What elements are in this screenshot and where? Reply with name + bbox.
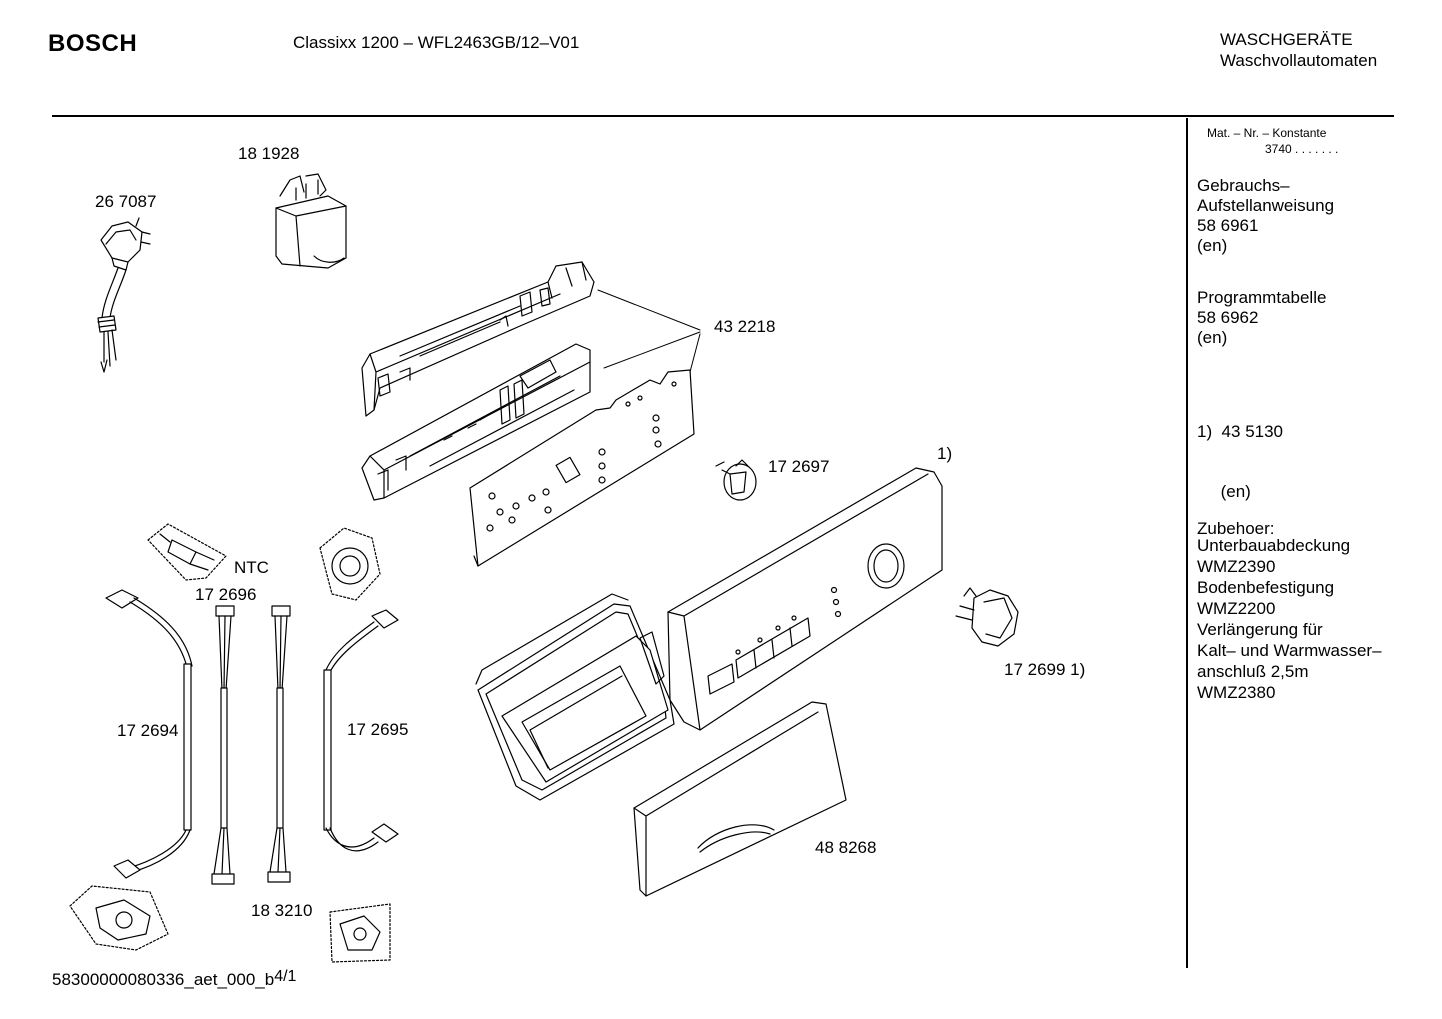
wire-harness-172694 xyxy=(106,590,192,878)
electronic-module-frame xyxy=(362,262,594,416)
header-divider xyxy=(52,115,1394,117)
part-label: 48 8268 xyxy=(815,838,877,857)
program-knob xyxy=(956,588,1018,646)
sidebar-line: Programmtabelle xyxy=(1197,288,1327,307)
document-footer: 58300000080336_aet_000_b4/1 xyxy=(52,968,297,990)
sidebar-line: 58 6962 xyxy=(1197,308,1259,327)
sidebar-line: Bodenbefestigung xyxy=(1197,578,1335,597)
sidebar-line: 58 6961 xyxy=(1197,216,1259,235)
sidebar-line: Aufstellanweisung xyxy=(1197,196,1335,215)
suppressor-box xyxy=(276,174,346,268)
material-value: 3740 . . . . . . . xyxy=(1265,142,1339,156)
sidebar-line: Kalt– und Warmwasser– xyxy=(1197,641,1382,660)
part-label: 43 2218 xyxy=(714,317,776,336)
part-label: NTC xyxy=(234,558,269,577)
wire-harness-183210 xyxy=(268,606,290,882)
part-label: 17 2697 xyxy=(768,457,830,476)
pump-callout-left xyxy=(70,886,168,950)
part-label: 17 2696 xyxy=(195,585,257,604)
control-panel-fascia xyxy=(668,468,942,730)
pcb-holder xyxy=(362,344,590,500)
pump-callout-right xyxy=(330,904,390,962)
sidebar-line: Unterbauabdeckung xyxy=(1197,536,1351,555)
sidebar-line: WMZ2200 xyxy=(1197,599,1276,618)
sidebar-line: Zubehoer: xyxy=(1197,519,1275,538)
sidebar-block-program-table: Programmtabelle 58 6962 (en) xyxy=(1197,288,1326,348)
page-number: 4/1 xyxy=(274,968,297,985)
sidebar-line: WMZ2380 xyxy=(1197,683,1276,702)
category-line-2: Waschvollautomaten xyxy=(1220,51,1378,70)
material-label: Mat. – Nr. – Konstante xyxy=(1207,126,1327,140)
program-knob-insert xyxy=(716,460,756,500)
part-label: 18 1928 xyxy=(238,144,300,163)
footnote-marker: 1) xyxy=(937,444,953,463)
leader-lines-432218 xyxy=(598,290,700,372)
ntc-sensor xyxy=(148,524,226,580)
sidebar-line: (en) xyxy=(1197,482,1251,501)
motor-callout xyxy=(320,528,380,600)
exploded-parts-drawing xyxy=(0,0,1186,1019)
sidebar-block-accessories: Zubehoer: Unterbauabdeckung WMZ2390 Bode… xyxy=(1197,519,1382,703)
sidebar-line: Gebrauchs– xyxy=(1197,176,1290,195)
sidebar-line: Verlängerung für xyxy=(1197,620,1323,639)
sidebar-line: anschluß 2,5m xyxy=(1197,662,1309,681)
category-block: WASCHGERÄTE Waschvollautomaten xyxy=(1220,29,1377,71)
sidebar-line: (en) xyxy=(1197,328,1228,347)
sidebar-block-manual: Gebrauchs– Aufstellanweisung 58 6961 (en… xyxy=(1197,176,1334,256)
model-title: Classixx 1200 – WFL2463GB/12–V01 xyxy=(293,33,580,52)
part-label: 18 3210 xyxy=(251,901,313,920)
part-label: 26 7087 xyxy=(95,192,157,211)
control-pcb xyxy=(470,370,694,566)
sidebar-divider xyxy=(1186,118,1188,968)
part-label: 17 2699 1) xyxy=(1004,660,1086,679)
brand-logo: BOSCH xyxy=(48,30,138,57)
sidebar-line: 1) 43 5130 xyxy=(1197,422,1284,441)
category-line-1: WASCHGERÄTE xyxy=(1220,30,1353,49)
wire-harness-172696 xyxy=(212,606,234,884)
sidebar-block-note: 1) 43 5130 (en) xyxy=(1197,382,1283,522)
document-id: 58300000080336_aet_000_b xyxy=(52,970,275,989)
drawer-handle-panel xyxy=(634,702,846,896)
mains-plug-cable xyxy=(98,218,150,372)
part-label: 17 2695 xyxy=(347,720,409,739)
part-label: 17 2694 xyxy=(117,721,179,740)
dispenser-frame xyxy=(476,594,674,800)
sidebar-line: (en) xyxy=(1197,236,1228,255)
material-constant: Mat. – Nr. – Konstante 3740 . . . . . . … xyxy=(1207,125,1338,157)
sidebar-line: WMZ2390 xyxy=(1197,557,1276,576)
wire-harness-172695 xyxy=(324,610,398,851)
